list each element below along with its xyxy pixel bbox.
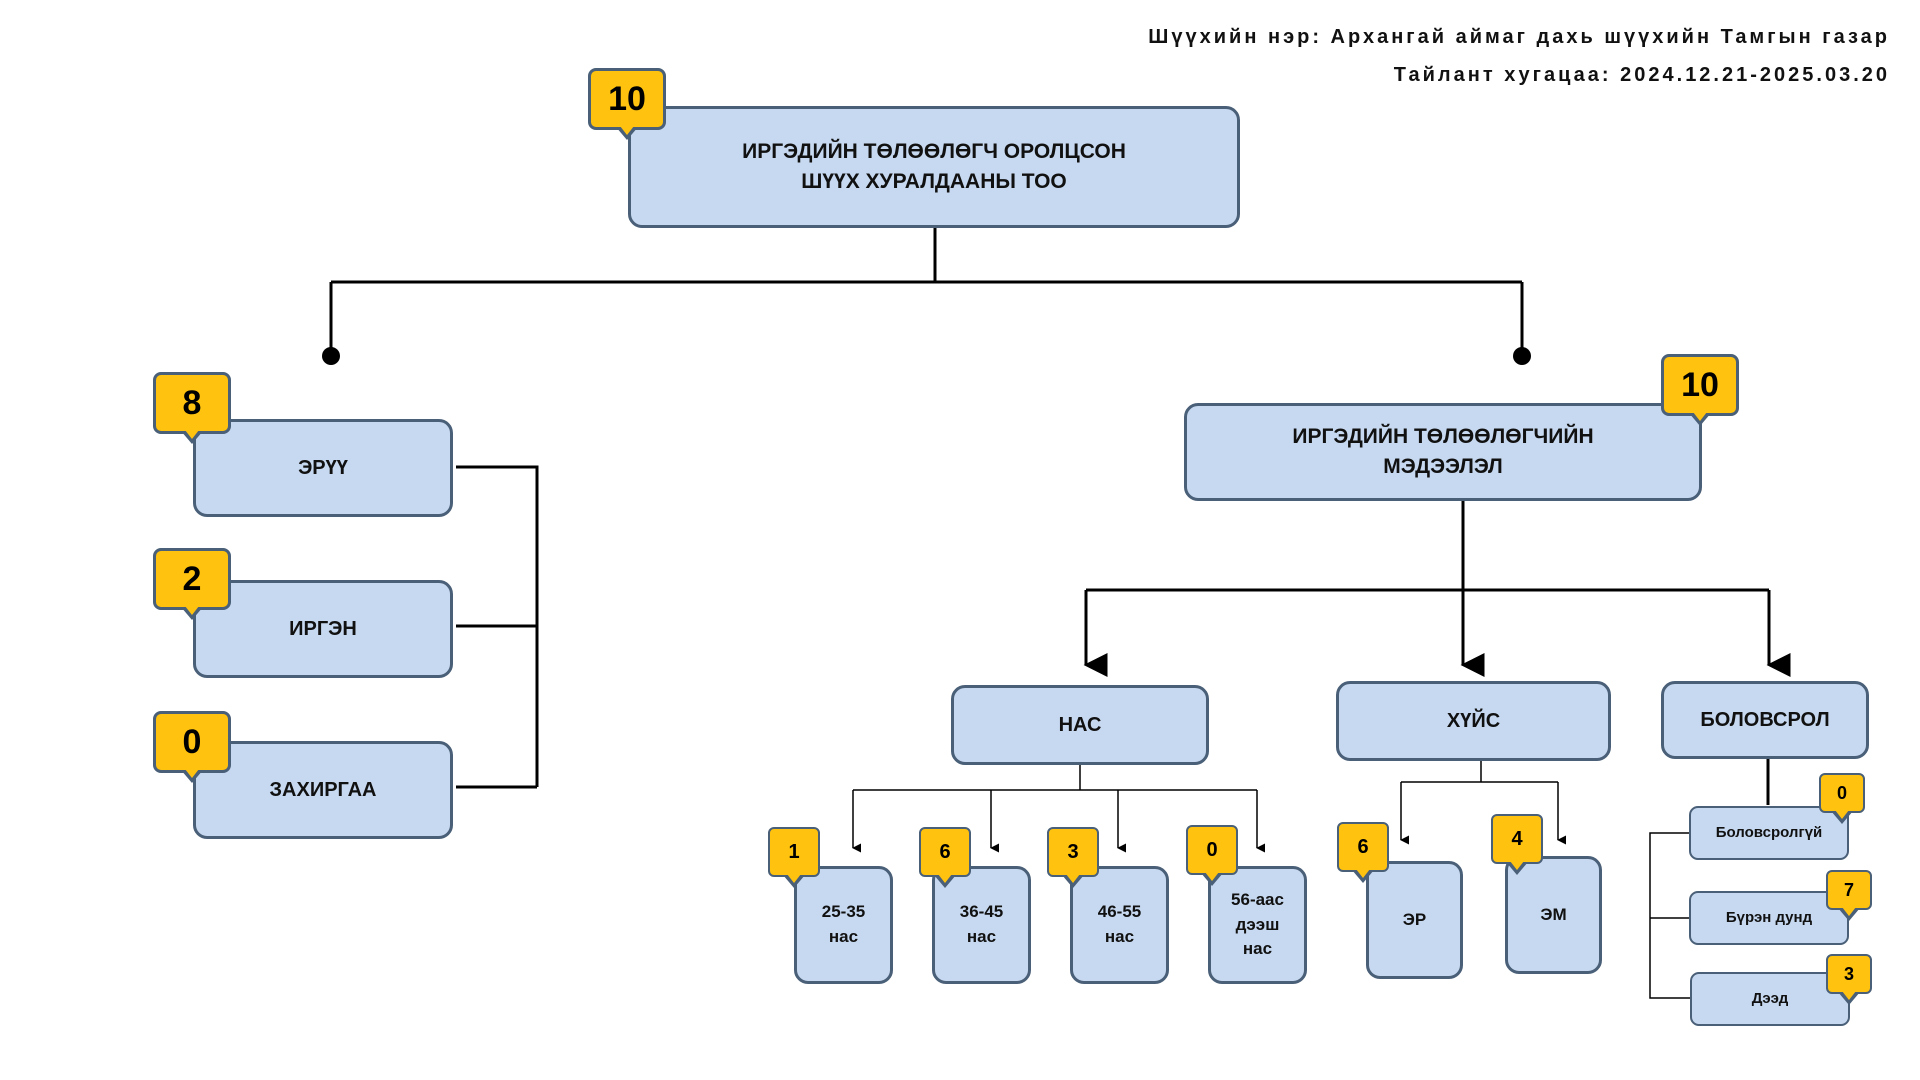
education-group-higher-count-badge: 3 [1826,954,1872,1005]
court-name: Шүүхийн нэр: Архангай аймаг дахь шүүхийн… [1148,26,1890,48]
root-label: ИРГЭДИЙН ТӨЛӨӨЛӨГЧ ОРОЛЦСОН ШҮҮХ ХУРАЛДА… [742,139,1126,193]
info-connector [1086,500,1769,592]
gender-group-male-count-badge: 6 [1337,822,1389,883]
age-group-label: 46-55 нас [1097,902,1142,946]
report-period: Тайлант хугацаа: 2024.12.21-2025.03.20 [1393,64,1890,86]
education-group-label: Бүрэн дунд [1725,909,1813,927]
case-types-bracket [456,465,539,789]
case-type-administrative: ЗАХИРГАА [193,741,453,839]
root-node: ИРГЭДИЙН ТӨЛӨӨЛӨГЧ ОРОЛЦСОН ШҮҮХ ХУРАЛДА… [628,106,1240,228]
age-group-25-35: 25-35 нас [794,866,893,984]
age-group-36-45-count-badge: 6 [919,827,971,888]
case-type-criminal-count-badge: 8 [153,372,231,444]
category-label: НАС [1058,713,1102,736]
education-group-higher: Дээд [1690,972,1850,1026]
gender-group-label: ЭР [1402,909,1427,929]
root-count-badge: 10 [588,68,666,140]
info-count-badge: 10 [1661,354,1739,426]
category-gender: ХҮЙС [1336,681,1611,761]
gender-group-female-count-badge: 4 [1491,814,1543,875]
case-type-label: ЭРҮҮ [298,456,348,479]
age-group-label: 36-45 нас [959,902,1004,946]
case-type-administrative-count-badge: 0 [153,711,231,783]
case-type-label: ИРГЭН [289,617,357,640]
category-label: ХҮЙС [1446,709,1501,732]
education-group-label: Дээд [1751,990,1789,1008]
gender-group-label: ЭМ [1540,904,1567,924]
category-label: БОЛОВСРОЛ [1700,708,1830,731]
info-label: ИРГЭДИЙН ТӨЛӨӨЛӨГЧИЙН МЭДЭЭЛЭЛ [1292,424,1594,478]
case-type-civil: ИРГЭН [193,580,453,678]
case-type-criminal: ЭРҮҮ [193,419,453,517]
case-type-civil-count-badge: 2 [153,548,231,620]
age-connector [853,764,1257,791]
age-group-label: 56-аас дээш нас [1231,890,1284,959]
education-group-none: Боловсролгүй [1689,806,1849,860]
info-node: ИРГЭДИЙН ТӨЛӨӨЛӨГЧИЙН МЭДЭЭЛЭЛ [1184,403,1702,501]
root-connector [329,228,1524,352]
age-group-25-35-count-badge: 1 [768,827,820,888]
education-group-secondary-count-badge: 7 [1826,870,1872,921]
age-group-56-plus-count-badge: 0 [1186,825,1238,886]
gender-connector [1401,758,1558,783]
case-type-label: ЗАХИРГАА [269,778,377,801]
education-group-secondary: Бүрэн дунд [1689,891,1849,945]
category-age: НАС [951,685,1209,765]
gender-group-male: ЭР [1366,861,1463,979]
gender-group-female: ЭМ [1505,856,1602,974]
age-group-46-55: 46-55 нас [1070,866,1169,984]
age-group-56-plus: 56-аас дээш нас [1208,866,1307,984]
age-group-46-55-count-badge: 3 [1047,827,1099,888]
education-bracket [1649,832,1690,999]
education-group-none-count-badge: 0 [1819,773,1865,824]
category-education: БОЛОВСРОЛ [1661,681,1869,759]
education-group-label: Боловсролгүй [1715,824,1823,842]
age-group-label: 25-35 нас [821,902,866,946]
